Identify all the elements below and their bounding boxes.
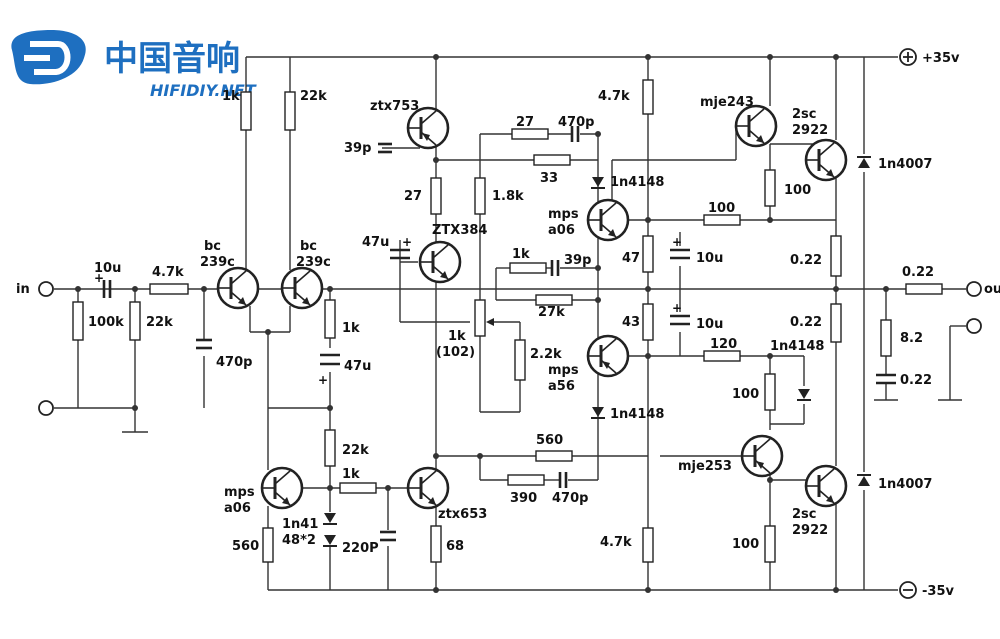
label-q-mpsa56-2: a56: [548, 379, 575, 394]
resistors: [72, 79, 943, 563]
transistors: [216, 104, 848, 510]
label-q-2sc2922-bot-2: 2922: [792, 523, 828, 538]
brand-logo: 中国音响 HIFIDIY.NET: [11, 30, 257, 100]
label-r-120: 120: [710, 337, 737, 352]
label-r-1k-b: 1k: [342, 321, 360, 336]
label-q-bc239c-r-2: 239c: [296, 255, 331, 270]
logo-site-text: HIFIDIY.NET: [150, 81, 257, 100]
label-r-4-7k-in: 4.7k: [152, 265, 184, 280]
label-r-1-8k: 1.8k: [492, 189, 524, 204]
label-c-022: 0.22: [900, 373, 932, 388]
rail-neg-label: -35v: [922, 584, 954, 599]
trimmer-arrow: [486, 318, 494, 326]
label-r-1k-c: 1k: [342, 467, 360, 482]
wiring: [54, 56, 966, 591]
label-c-10u-a: 10u: [696, 251, 723, 266]
label-vr-1k-1: 1k: [448, 329, 466, 344]
label-c-470p-a: 470p: [558, 115, 594, 130]
svg-text:+: +: [318, 373, 328, 387]
label-q-ztx653: ztx653: [438, 507, 487, 522]
label-r-560: 560: [232, 539, 259, 554]
svg-text:+: +: [402, 235, 412, 249]
label-c-220p: 220P: [342, 541, 379, 556]
label-q-bc239c-l-1: bc: [204, 239, 221, 254]
label-r-2-2k: 2.2k: [530, 347, 562, 362]
label-r-22k-in: 22k: [146, 315, 173, 330]
label-d-1n4148-c: 1n4148: [610, 407, 664, 422]
label-r-022-out: 0.22: [902, 265, 934, 280]
label-q-mpsa06-bot-2: a06: [224, 501, 251, 516]
label-d-1n4148-x2-1: 1n41: [282, 517, 318, 532]
label-q-ztx384: ZTX384: [432, 223, 487, 238]
label-q-bc239c-r-1: bc: [300, 239, 317, 254]
label-r-27-a: 27: [516, 115, 534, 130]
polarity-marks: + + + + +: [94, 235, 682, 387]
label-c-470p-b: 470p: [552, 491, 588, 506]
label-d-1n4148-x2-2: 48*2: [282, 533, 316, 548]
label-d-1n4148-b: 1n4148: [770, 339, 824, 354]
label-d-1n4007-top: 1n4007: [878, 157, 932, 172]
output-label: out: [984, 282, 1000, 297]
label-r-27k: 27k: [538, 305, 565, 320]
label-r-022-a: 0.22: [790, 253, 822, 268]
labels: +35v -35v in out 1k 22k ztx753 39p 27 47…: [16, 51, 1000, 599]
label-c-39p-b: 39p: [564, 253, 591, 268]
label-c-47u-b: 47u: [344, 359, 371, 374]
label-c-39p: 39p: [344, 141, 371, 156]
junctions: [75, 54, 889, 593]
label-d-1n4007-bot: 1n4007: [878, 477, 932, 492]
label-r-4-7k-top: 4.7k: [598, 89, 630, 104]
label-d-1n4148-a: 1n4148: [610, 175, 664, 190]
label-r-47: 47: [622, 251, 640, 266]
label-c-560: 560: [536, 433, 563, 448]
logo-brand-text: 中国音响: [104, 39, 240, 79]
label-r-33: 33: [540, 171, 558, 186]
label-vr-1k-2: (102): [436, 345, 475, 360]
label-r-390: 390: [510, 491, 537, 506]
label-q-ztx753: ztx753: [370, 99, 419, 114]
label-r-8-2: 8.2: [900, 331, 923, 346]
rail-pos-label: +35v: [922, 51, 960, 66]
label-c-47u-a: 47u: [362, 235, 389, 250]
rail-symbols: [903, 52, 913, 591]
label-r-4-7k-bot: 4.7k: [600, 535, 632, 550]
label-q-mpsa06-top-2: a06: [548, 223, 575, 238]
svg-text:+: +: [672, 235, 682, 249]
label-q-mje243: mje243: [700, 95, 754, 110]
label-r-100-d: 100: [732, 537, 759, 552]
label-q-mje253: mje253: [678, 459, 732, 474]
svg-text:+: +: [672, 301, 682, 315]
label-q-mpsa06-top-1: mps: [548, 207, 579, 222]
label-q-2sc2922-bot-1: 2sc: [792, 507, 817, 522]
label-r-1k-mid: 1k: [512, 247, 530, 262]
label-c-10u-b: 10u: [696, 317, 723, 332]
label-q-2sc2922-top-1: 2sc: [792, 107, 817, 122]
terminals: [38, 48, 982, 599]
label-r-100-c: 100: [732, 387, 759, 402]
label-r-022-b: 0.22: [790, 315, 822, 330]
label-r-100k: 100k: [88, 315, 124, 330]
label-r-22k-c: 22k: [342, 443, 369, 458]
label-r-1k-top: 1k: [222, 89, 240, 104]
label-c-470p-in: 470p: [216, 355, 252, 370]
capacitors: [102, 126, 896, 542]
svg-text:+: +: [94, 271, 104, 285]
label-q-mpsa56-1: mps: [548, 363, 579, 378]
label-q-bc239c-l-2: 239c: [200, 255, 235, 270]
label-c-10u-in: 10u: [94, 261, 121, 276]
label-r-100-b: 100: [708, 201, 735, 216]
label-r-22k-top: 22k: [300, 89, 327, 104]
input-label: in: [16, 282, 30, 297]
label-r-43: 43: [622, 315, 640, 330]
label-r-100-a: 100: [784, 183, 811, 198]
label-q-mpsa06-bot-1: mps: [224, 485, 255, 500]
label-r-27-b: 27: [404, 189, 422, 204]
label-r-68: 68: [446, 539, 464, 554]
label-q-2sc2922-top-2: 2922: [792, 123, 828, 138]
